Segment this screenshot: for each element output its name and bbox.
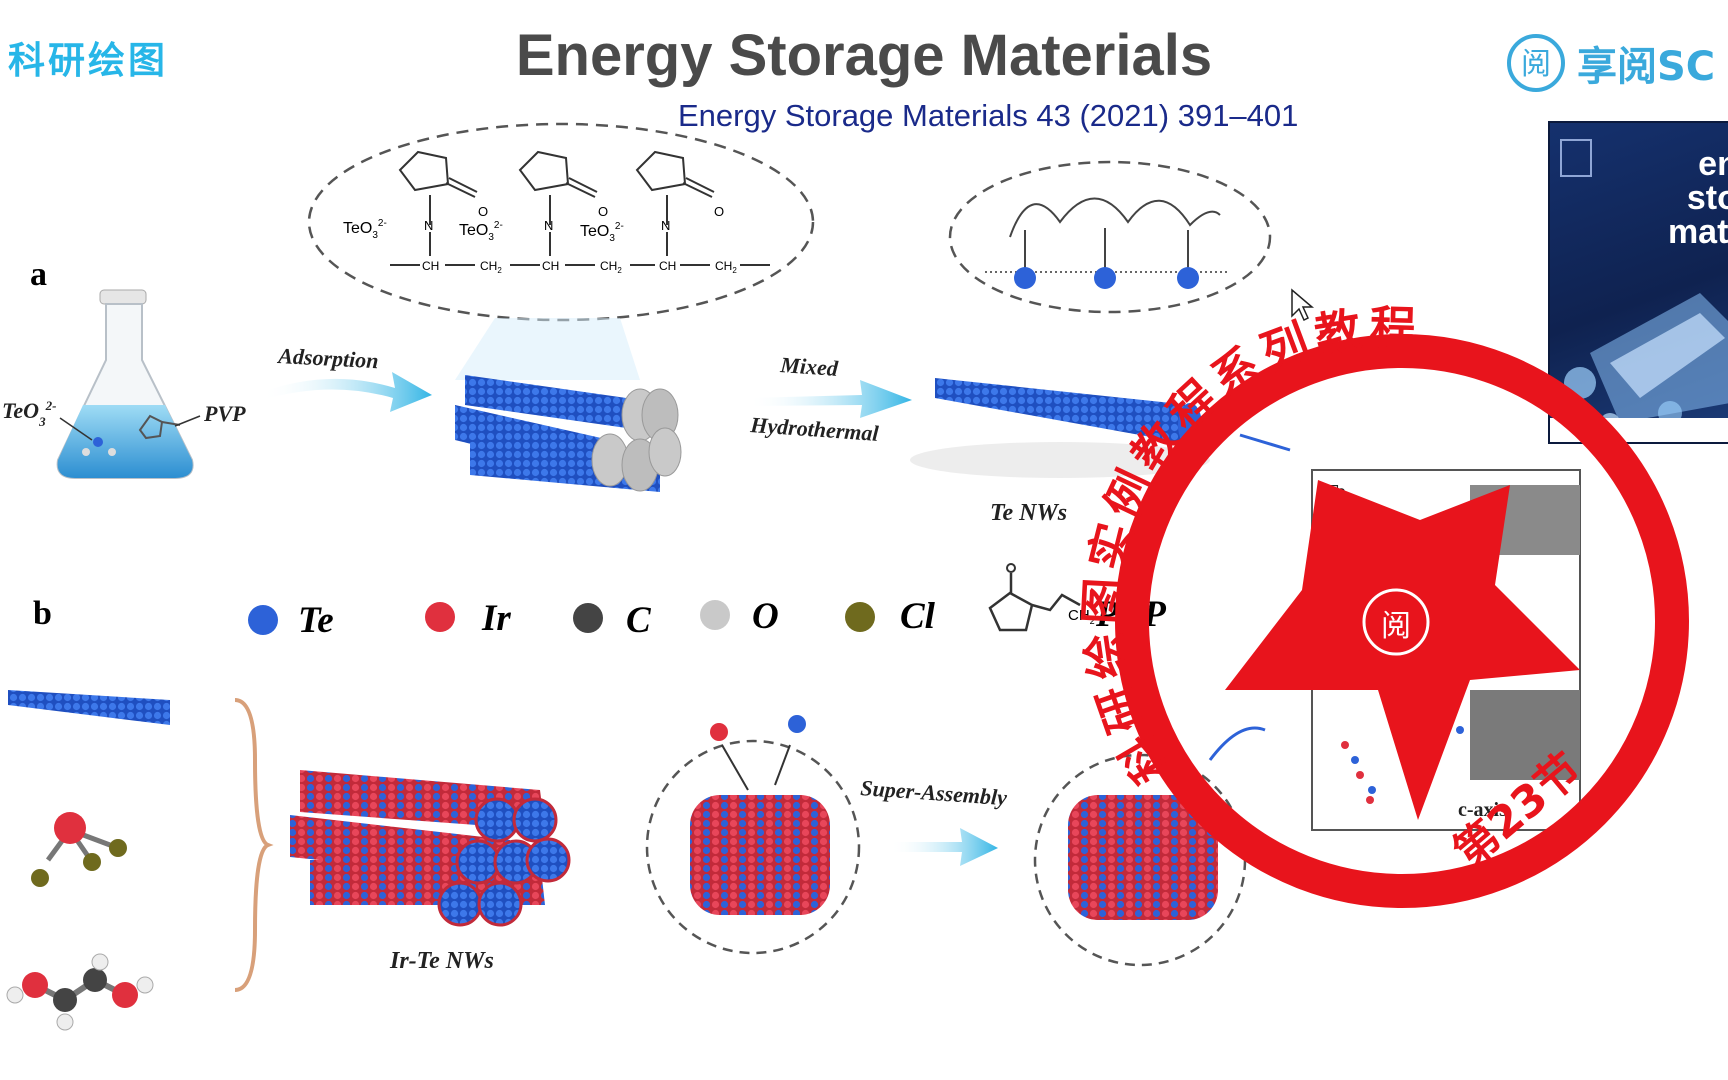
hydrothermal-arrow-icon xyxy=(748,380,912,418)
te-nanowire xyxy=(935,378,1195,445)
citation: Energy Storage Materials 43 (2021) 391–4… xyxy=(678,98,1299,133)
adsorption-arrow-icon xyxy=(262,372,432,412)
o-legend-dot xyxy=(700,600,730,630)
svg-text:CH2: CH2 xyxy=(715,259,737,275)
svg-text:O: O xyxy=(714,204,724,219)
te-legend-dot xyxy=(248,605,278,635)
c-legend-label: C xyxy=(626,600,652,641)
cover-title: ener stora materi xyxy=(1667,145,1728,251)
cl-legend-dot xyxy=(845,602,875,632)
seal-star xyxy=(1225,480,1580,820)
element-legend: Te Ir C O Cl CH2 PVP xyxy=(248,563,1166,641)
ir-legend-dot xyxy=(425,602,455,632)
page-title: Energy Storage Materials xyxy=(515,23,1213,88)
pvp-chain-structure xyxy=(390,150,770,266)
cl-legend-label: Cl xyxy=(900,596,936,637)
svg-text:O: O xyxy=(598,204,608,219)
ir-legend-label: Ir xyxy=(481,598,511,639)
svg-text:TeO32-: TeO32- xyxy=(343,218,387,241)
te-nanowire-small xyxy=(8,690,170,725)
teo3-label: TeO32- xyxy=(2,398,56,429)
o-legend-label: O xyxy=(752,596,779,637)
c-axis-arrow-icon xyxy=(1208,726,1266,761)
corner-title: 科研绘图 xyxy=(8,39,168,82)
publisher-logo-icon xyxy=(1560,139,1592,177)
super-assembly-label: Super-Assembly xyxy=(860,775,1008,810)
pvp-chain-labels: O O O N N N TeO32- TeO32- TeO32- CH CH C… xyxy=(343,204,737,275)
svg-text:N: N xyxy=(544,218,553,233)
c-axis-label: c-axis xyxy=(1458,799,1507,821)
te-legend-label: Te xyxy=(298,600,334,641)
svg-text:阅: 阅 xyxy=(1521,47,1551,82)
svg-text:CH: CH xyxy=(422,259,439,273)
ircl3-molecule-icon xyxy=(31,812,127,887)
svg-text:CH2: CH2 xyxy=(1068,607,1095,626)
svg-text:TeO32-: TeO32- xyxy=(580,221,624,244)
te-nanowire-bundle xyxy=(455,375,682,492)
ir-te-zoom-inset xyxy=(645,739,861,955)
svg-text:CH2: CH2 xyxy=(600,259,622,275)
te-nws-label: Te NWs xyxy=(990,500,1067,526)
mixed-label: Mixed xyxy=(779,352,840,381)
ethylene-glycol-molecule-icon xyxy=(6,953,154,1031)
ir-te-lattice xyxy=(690,795,830,915)
svg-text:N: N xyxy=(661,218,670,233)
flask-icon xyxy=(56,289,194,479)
svg-text:CH: CH xyxy=(659,259,676,273)
super-assembly-arrow-icon xyxy=(890,828,998,866)
mouse-cursor-icon xyxy=(1291,288,1315,322)
panel-b-letter: b xyxy=(33,595,52,632)
svg-text:N: N xyxy=(424,218,433,233)
ir-te-nws-label: Ir-Te NWs xyxy=(389,948,494,974)
grouping-brace xyxy=(234,698,274,992)
svg-text:O: O xyxy=(478,204,488,219)
seal-center-text: 阅 xyxy=(1381,609,1411,644)
adsorption-label: Adsorption xyxy=(276,343,379,373)
panel-a-letter: a xyxy=(30,256,47,293)
assembled-lattice xyxy=(1068,795,1218,920)
zoom-arrow-icon xyxy=(1239,433,1291,452)
svg-text:CH2: CH2 xyxy=(480,259,502,275)
te-surface-inset xyxy=(948,160,1272,314)
pvp-flask-label: PVP xyxy=(203,401,246,426)
ir-te-nanowire-bundle xyxy=(290,770,571,927)
brand-seal-icon: 阅 xyxy=(1507,34,1565,92)
c-legend-dot xyxy=(573,603,603,633)
brand-logo: 阅 享阅SC xyxy=(1505,32,1715,94)
svg-text:TeO32-: TeO32- xyxy=(459,220,503,243)
svg-text:CH: CH xyxy=(542,259,559,273)
brand-text: 享阅SC xyxy=(1577,44,1716,90)
